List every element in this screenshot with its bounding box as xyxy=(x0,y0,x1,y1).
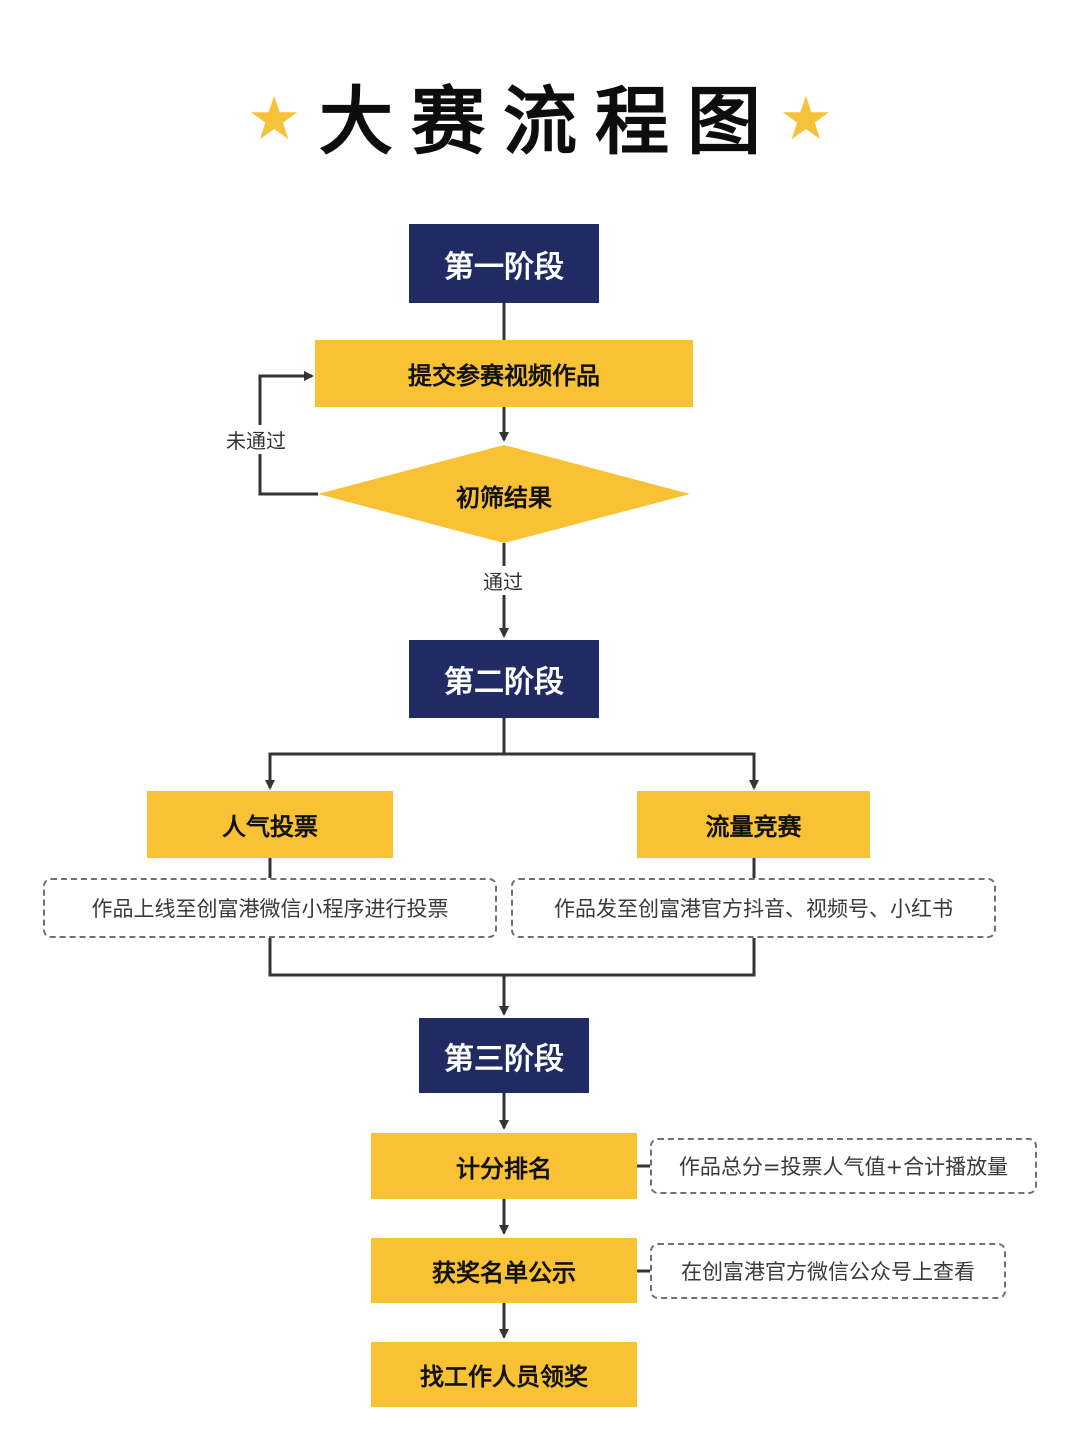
not-passed-label: 未通过 xyxy=(226,425,286,454)
decision-diamond xyxy=(318,445,690,543)
passed-label: 通过 xyxy=(481,566,525,595)
popularity-vote-box: 人气投票 xyxy=(147,791,393,858)
connector-merge xyxy=(268,938,756,977)
title-text: 大赛流程图 xyxy=(319,79,779,165)
traffic-note: 作品发至创富港官方抖音、视频号、小红书 xyxy=(511,878,996,938)
page-title: ★大赛流程图★ xyxy=(0,62,1080,169)
winner-list-box: 获奖名单公示 xyxy=(371,1238,637,1303)
stage-one-box: 第一阶段 xyxy=(409,224,599,303)
stage-two-box: 第二阶段 xyxy=(409,640,599,718)
screening-result-label: 初筛结果 xyxy=(456,483,552,512)
connector-split-right xyxy=(504,752,759,790)
traffic-competition-box: 流量竞赛 xyxy=(637,791,870,858)
popularity-note: 作品上线至创富港微信小程序进行投票 xyxy=(43,878,497,938)
star-icon-left: ★ xyxy=(247,84,301,154)
star-icon-right: ★ xyxy=(779,84,833,154)
scoring-note: 作品总分=投票人气值+合计播放量 xyxy=(650,1138,1037,1194)
scoring-ranking-box: 计分排名 xyxy=(371,1133,637,1199)
connector-split-left xyxy=(265,752,504,790)
announce-note: 在创富港官方微信公众号上查看 xyxy=(650,1243,1006,1299)
submit-video-box: 提交参赛视频作品 xyxy=(315,340,693,407)
claim-prize-box: 找工作人员领奖 xyxy=(371,1342,637,1407)
stage-three-box: 第三阶段 xyxy=(419,1018,589,1093)
